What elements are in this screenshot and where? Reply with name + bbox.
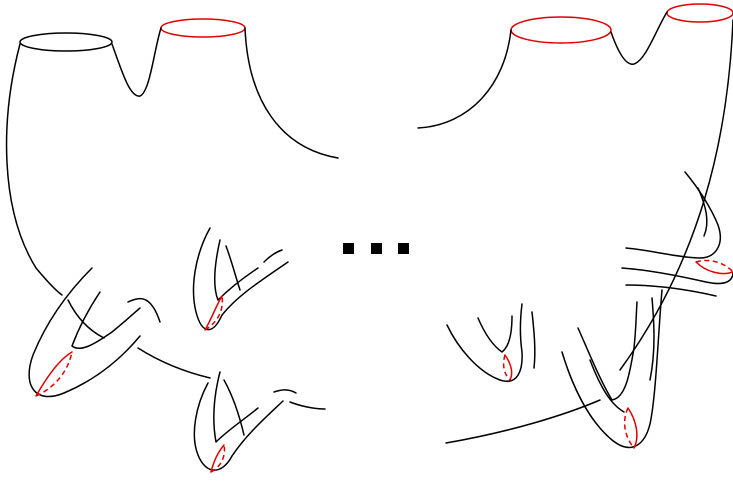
ellipsis-dot-1 xyxy=(343,243,354,254)
right-top-boundary-circle-red-1 xyxy=(511,17,611,43)
left-outer-arc xyxy=(7,44,62,295)
left-top-boundary-circle-red xyxy=(161,19,245,37)
leg-f xyxy=(562,290,662,448)
leg-a-cut-front xyxy=(36,352,72,396)
ellipsis-dot-2 xyxy=(371,243,382,254)
leg-d xyxy=(622,172,733,296)
leg-d-cut-front xyxy=(696,262,733,274)
left-top-boundary-circle-black xyxy=(20,33,112,51)
left-bottom-edge-1 xyxy=(138,348,210,378)
leg-f-cut-back xyxy=(625,408,634,448)
ellipsis-dot-3 xyxy=(398,243,409,254)
leg-c xyxy=(194,228,288,330)
leg-a xyxy=(29,268,160,397)
leg-b xyxy=(194,372,296,472)
left-right-flank xyxy=(245,28,338,158)
left-bottom-edge-2 xyxy=(290,402,325,409)
left-top-valley xyxy=(112,28,161,96)
right-bottom-arc xyxy=(446,400,600,443)
right-top-boundary-circle-red-2 xyxy=(667,4,733,22)
right-left-flank xyxy=(418,30,511,128)
leg-e xyxy=(447,304,535,381)
leg-a-cut-back xyxy=(36,352,72,396)
leg-c-cut-front xyxy=(205,296,222,330)
right-surface xyxy=(418,4,733,448)
left-surface xyxy=(7,19,338,472)
leg-e-cut-front xyxy=(505,355,512,380)
right-top-valley xyxy=(611,12,667,64)
ellipsis xyxy=(343,243,409,254)
